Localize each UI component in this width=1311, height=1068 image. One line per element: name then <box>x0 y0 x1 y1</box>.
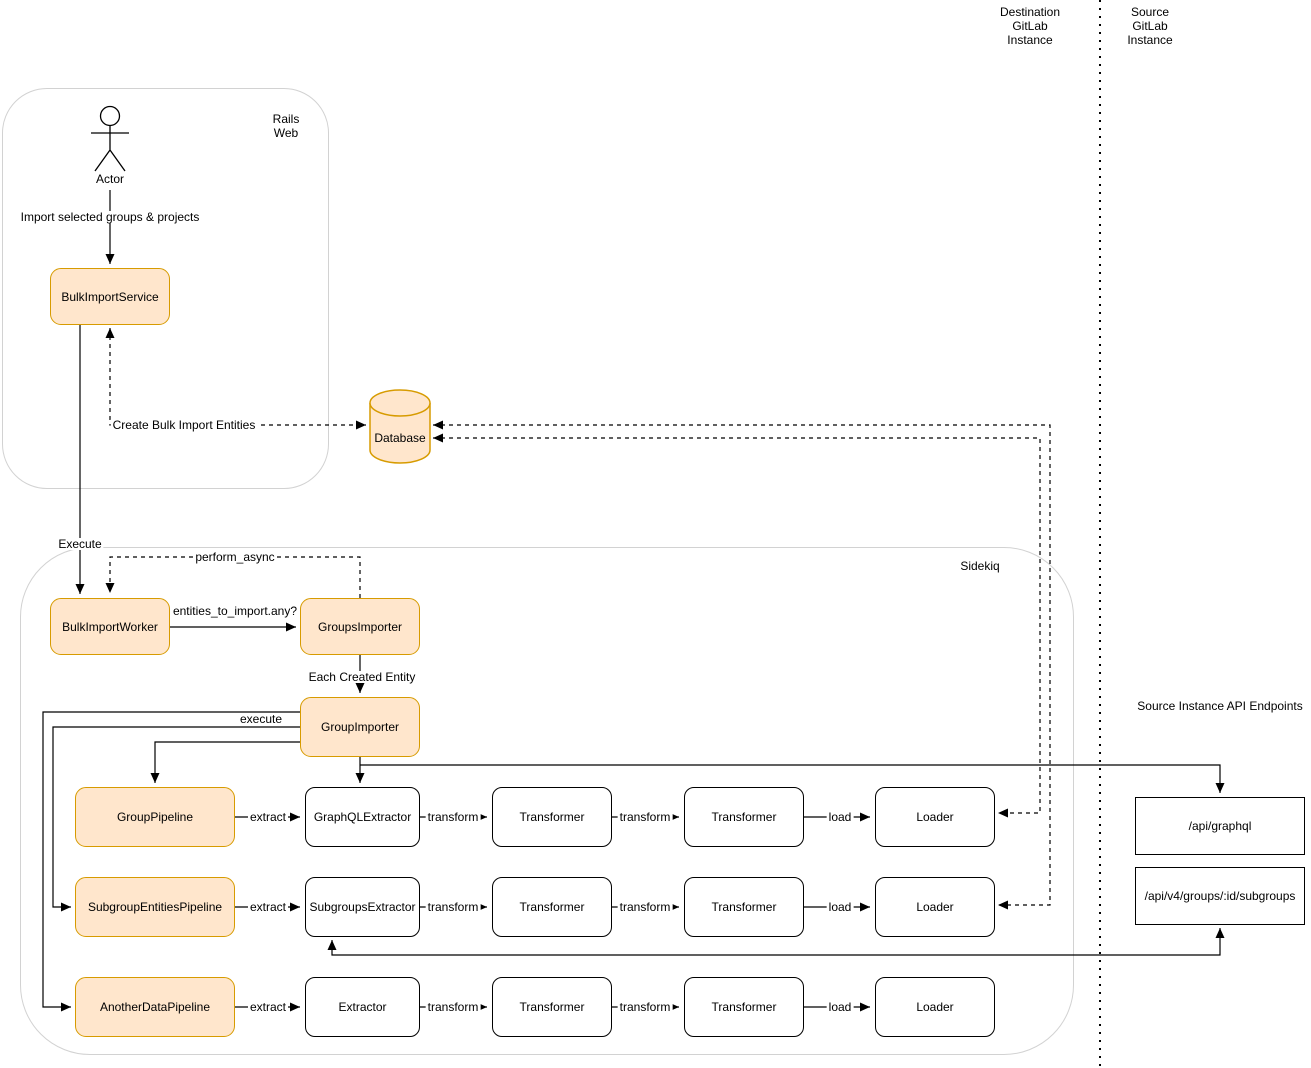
rails-web-container <box>2 88 329 489</box>
edge-label-transform-1b: transform <box>617 810 673 824</box>
node-graphql-extractor: GraphQLExtractor <box>305 787 420 847</box>
node-bulk-import-worker: BulkImportWorker <box>50 598 170 655</box>
node-transformer-1a: Transformer <box>492 787 612 847</box>
node-transformer-3b: Transformer <box>684 977 804 1037</box>
edge-label-transform-1a: transform <box>425 810 481 824</box>
edge-label-create-bulk-import-entities: Create Bulk Import Entities <box>110 418 258 432</box>
edge-label-execute-pipeline: execute <box>237 712 285 726</box>
node-another-data-pipeline: AnotherDataPipeline <box>75 977 235 1037</box>
edge-label-transform-3b: transform <box>617 1000 673 1014</box>
node-group-importer: GroupImporter <box>300 697 420 757</box>
edge-label-extract-2: extract <box>247 900 289 914</box>
edge-label-extract-3: extract <box>247 1000 289 1014</box>
database-cylinder <box>369 389 431 464</box>
rails-web-label: Rails Web <box>272 112 300 140</box>
edge-label-extract-1: extract <box>247 810 289 824</box>
edge-label-transform-2b: transform <box>617 900 673 914</box>
node-loader-3: Loader <box>875 977 995 1037</box>
edge-label-perform-async: perform_async <box>193 550 277 564</box>
actor-figure <box>91 105 129 172</box>
source-instance-header: Source GitLab Instance <box>1127 5 1173 47</box>
node-loader-2: Loader <box>875 877 995 937</box>
edge-label-transform-2a: transform <box>425 900 481 914</box>
edge-database-loader2 <box>433 420 1051 910</box>
node-api-subgroups: /api/v4/groups/:id/subgroups <box>1135 867 1305 925</box>
node-transformer-3a: Transformer <box>492 977 612 1037</box>
edge-label-import-selected: Import selected groups & projects <box>18 210 202 224</box>
api-endpoints-header: Source Instance API Endpoints <box>1137 699 1303 713</box>
edge-groupimporter-to-anotherpipeline <box>42 711 300 1012</box>
node-transformer-2a: Transformer <box>492 877 612 937</box>
edge-groupimporter-to-subgrouppipeline <box>52 726 300 912</box>
node-extractor: Extractor <box>305 977 420 1037</box>
database-label: Database <box>374 431 426 445</box>
destination-instance-header: Destination GitLab Instance <box>999 5 1061 47</box>
edge-label-load-3: load <box>826 1000 854 1014</box>
edge-label-execute: Execute <box>56 537 104 551</box>
node-loader-1: Loader <box>875 787 995 847</box>
node-group-pipeline: GroupPipeline <box>75 787 235 847</box>
actor-label: Actor <box>95 172 125 186</box>
node-transformer-1b: Transformer <box>684 787 804 847</box>
edge-database-loader1 <box>433 433 1041 818</box>
edge-groupimporter-to-grouppipeline <box>150 741 300 783</box>
edge-label-load-2: load <box>826 900 854 914</box>
edge-create-bulk-import-entities <box>105 328 366 430</box>
node-api-graphql: /api/graphql <box>1135 797 1305 855</box>
edge-label-each-created-entity: Each Created Entity <box>306 670 418 684</box>
edge-label-entities-to-import: entities_to_import.any? <box>170 604 300 618</box>
node-subgroups-extractor: SubgroupsExtractor <box>305 877 420 937</box>
edge-subgroupsextractor-to-api-subgroups <box>327 928 1225 956</box>
edge-label-transform-3a: transform <box>425 1000 481 1014</box>
edge-label-load-1: load <box>826 810 854 824</box>
node-subgroup-entities-pipeline: SubgroupEntitiesPipeline <box>75 877 235 937</box>
node-bulk-import-service: BulkImportService <box>50 268 170 325</box>
node-transformer-2b: Transformer <box>684 877 804 937</box>
node-groups-importer: GroupsImporter <box>300 598 420 655</box>
